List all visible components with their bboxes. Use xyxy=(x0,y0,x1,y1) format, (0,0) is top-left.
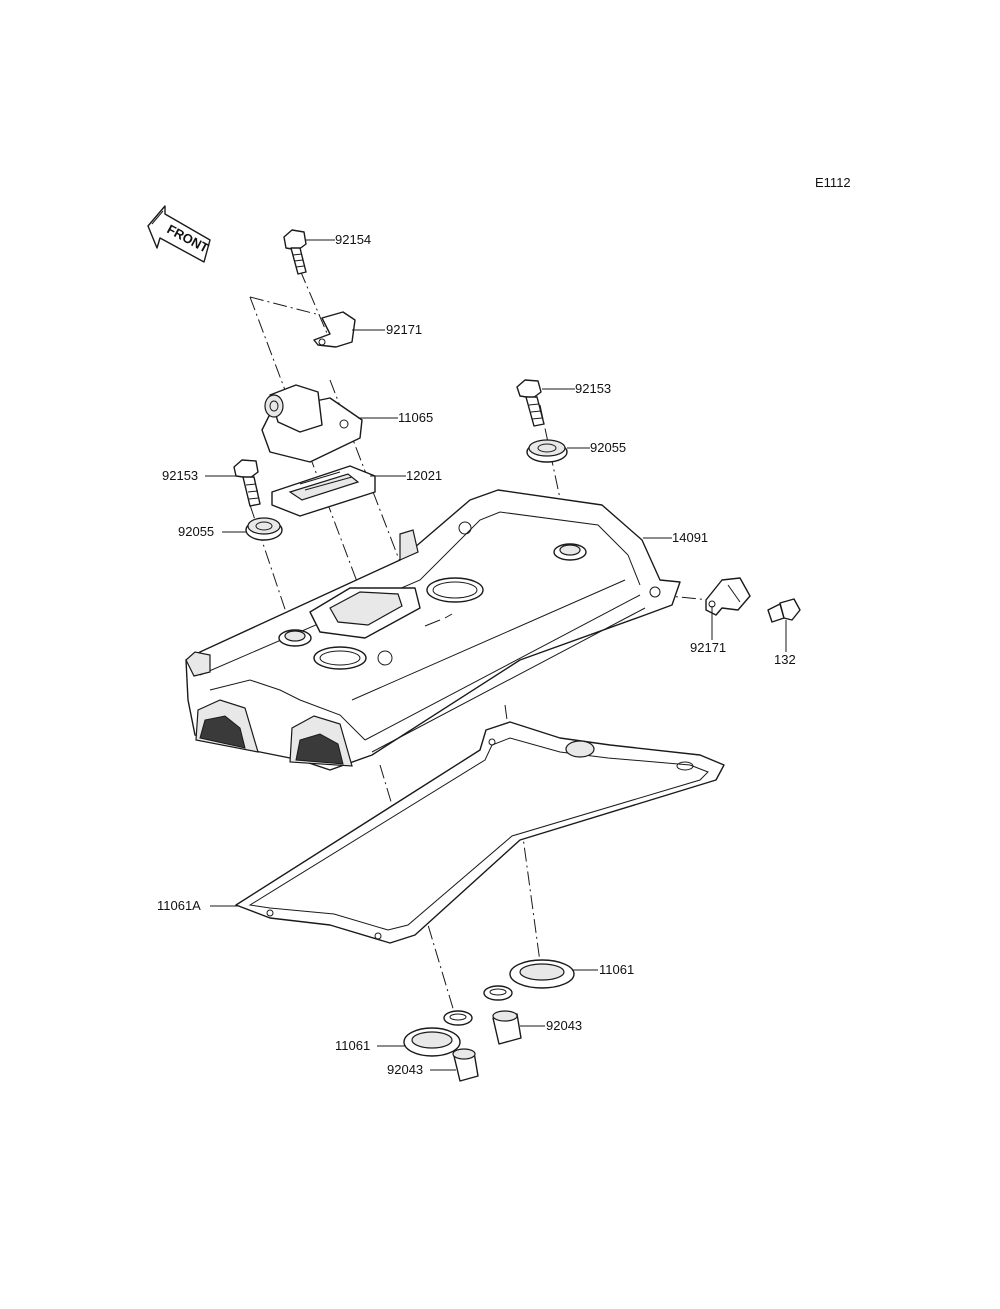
callout-92043-right: 92043 xyxy=(546,1018,582,1033)
callout-92043-left: 92043 xyxy=(387,1062,423,1077)
callout-92171-top: 92171 xyxy=(386,322,422,337)
callout-14091: 14091 xyxy=(672,530,708,545)
callout-11061a: 11061A xyxy=(157,898,201,913)
callout-12021: 12021 xyxy=(406,468,442,483)
callout-92153-left: 92153 xyxy=(162,468,198,483)
callout-92171-right: 92171 xyxy=(690,640,726,655)
washer-right-part xyxy=(526,439,568,463)
clamp-right-part xyxy=(705,577,751,616)
bolt-right-part xyxy=(516,379,545,427)
plug-gasket-right-part xyxy=(483,959,575,1001)
breather-plate-part xyxy=(271,465,376,517)
head-cover-part xyxy=(185,489,681,771)
bolt-small-part xyxy=(767,598,801,623)
front-arrow-icon: FRONT xyxy=(147,205,211,263)
callout-92153-right: 92153 xyxy=(575,381,611,396)
clamp-top-part xyxy=(313,311,356,348)
dowel-left-part xyxy=(452,1048,479,1082)
leader-lines xyxy=(205,239,787,1071)
dowel-right-part xyxy=(492,1010,522,1045)
callout-132: 132 xyxy=(774,652,796,667)
callout-11065: 11065 xyxy=(398,410,433,425)
main-gasket-part xyxy=(235,721,725,944)
plug-gasket-left-part xyxy=(403,1010,473,1057)
callout-92154: 92154 xyxy=(335,232,371,247)
callout-11061-right: 11061 xyxy=(599,962,634,977)
bolt-top-part xyxy=(283,229,307,275)
bolt-left-part xyxy=(233,459,261,507)
callout-92055-left: 92055 xyxy=(178,524,214,539)
washer-left-part xyxy=(245,517,283,541)
callout-92055-right: 92055 xyxy=(590,440,626,455)
diagram-code: E1112 xyxy=(815,175,851,190)
callout-11061-left: 11061 xyxy=(335,1038,370,1053)
breather-cover-part xyxy=(261,384,363,463)
